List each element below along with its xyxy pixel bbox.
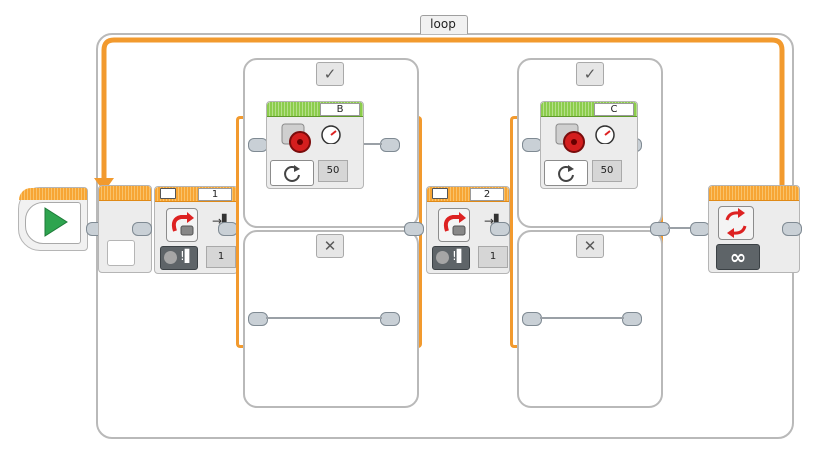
switch-1-false-tab[interactable]: ✕ <box>316 234 344 258</box>
switch-1-false-out-port <box>380 312 400 326</box>
switch-1-output-port <box>218 222 238 236</box>
switch-2-output-port <box>490 222 510 236</box>
switch-1-sensor-icon-box[interactable] <box>166 208 198 242</box>
switch-1-port-param[interactable]: 1 <box>206 246 236 268</box>
switch-1-mode-button[interactable]: !▌ <box>160 246 198 270</box>
switch-1-true-in-port <box>248 138 268 152</box>
switch-1-false-in-port <box>248 312 268 326</box>
switch-1-false-wire <box>266 317 382 319</box>
switch-1-true-tab[interactable]: ✓ <box>316 62 344 86</box>
switch-1-left-bracket <box>236 116 245 348</box>
motor-b-port-label[interactable]: B <box>320 103 360 116</box>
motor-b-icon <box>280 120 314 154</box>
switch-2-id-label[interactable]: 2 <box>470 188 504 201</box>
switch-1-true-wire <box>362 143 382 145</box>
loop-mode-button[interactable]: ∞ <box>716 244 760 270</box>
rotate-icon <box>284 165 300 182</box>
switch-2-false-in-port <box>522 312 542 326</box>
switch-1-true-out-port <box>380 138 400 152</box>
motor-b-speed-icon <box>320 124 342 145</box>
switch-2-left-bracket <box>510 116 519 348</box>
loop-mode-infinity: ∞ <box>729 245 747 269</box>
loop-label-text[interactable]: loop <box>430 17 456 31</box>
motor-c-mode-button[interactable] <box>544 160 588 186</box>
motor-b-power-param[interactable]: 50 <box>318 160 348 182</box>
loop-end-icon-box[interactable] <box>718 206 754 240</box>
loop-start-block[interactable] <box>98 185 152 273</box>
rotate-icon <box>558 165 574 182</box>
play-icon <box>44 207 68 237</box>
motor-c-icon <box>554 120 588 154</box>
loop-return-wire <box>94 37 785 192</box>
switch-2-to-loop-end-wire <box>668 227 692 229</box>
rotation-sensor-icon <box>171 212 194 236</box>
rotation-sensor-icon <box>443 212 466 236</box>
loop-repeat-icon <box>725 208 747 238</box>
loop-start-output-port <box>132 222 152 236</box>
switch-2-false-wire <box>540 317 624 319</box>
switch-2-exit-port <box>650 222 670 236</box>
switch-1-id-icon <box>160 188 176 199</box>
switch-1-id-label[interactable]: 1 <box>198 188 232 201</box>
switch-2-true-tab[interactable]: ✓ <box>576 62 604 86</box>
motor-c-port-label[interactable]: C <box>594 103 634 116</box>
switch-2-mode-button[interactable]: !▌ <box>432 246 470 270</box>
switch-2-sensor-icon-box[interactable] <box>438 208 470 242</box>
loop-end-input-port <box>690 222 710 236</box>
switch-2-true-in-port <box>522 138 542 152</box>
loop-label-tab[interactable] <box>420 15 468 34</box>
switch-2-id-icon <box>432 188 448 199</box>
switch-2-false-tab[interactable]: ✕ <box>576 234 604 258</box>
switch-1-exit-port <box>404 222 424 236</box>
switch-2-false-out-port <box>622 312 642 326</box>
switch-2-port-param[interactable]: 1 <box>478 246 508 268</box>
motor-b-mode-button[interactable] <box>270 160 314 186</box>
loop-end-output-port <box>782 222 802 236</box>
motor-c-power-param[interactable]: 50 <box>592 160 622 182</box>
motor-c-speed-icon <box>594 124 616 145</box>
start-block[interactable] <box>18 187 88 251</box>
